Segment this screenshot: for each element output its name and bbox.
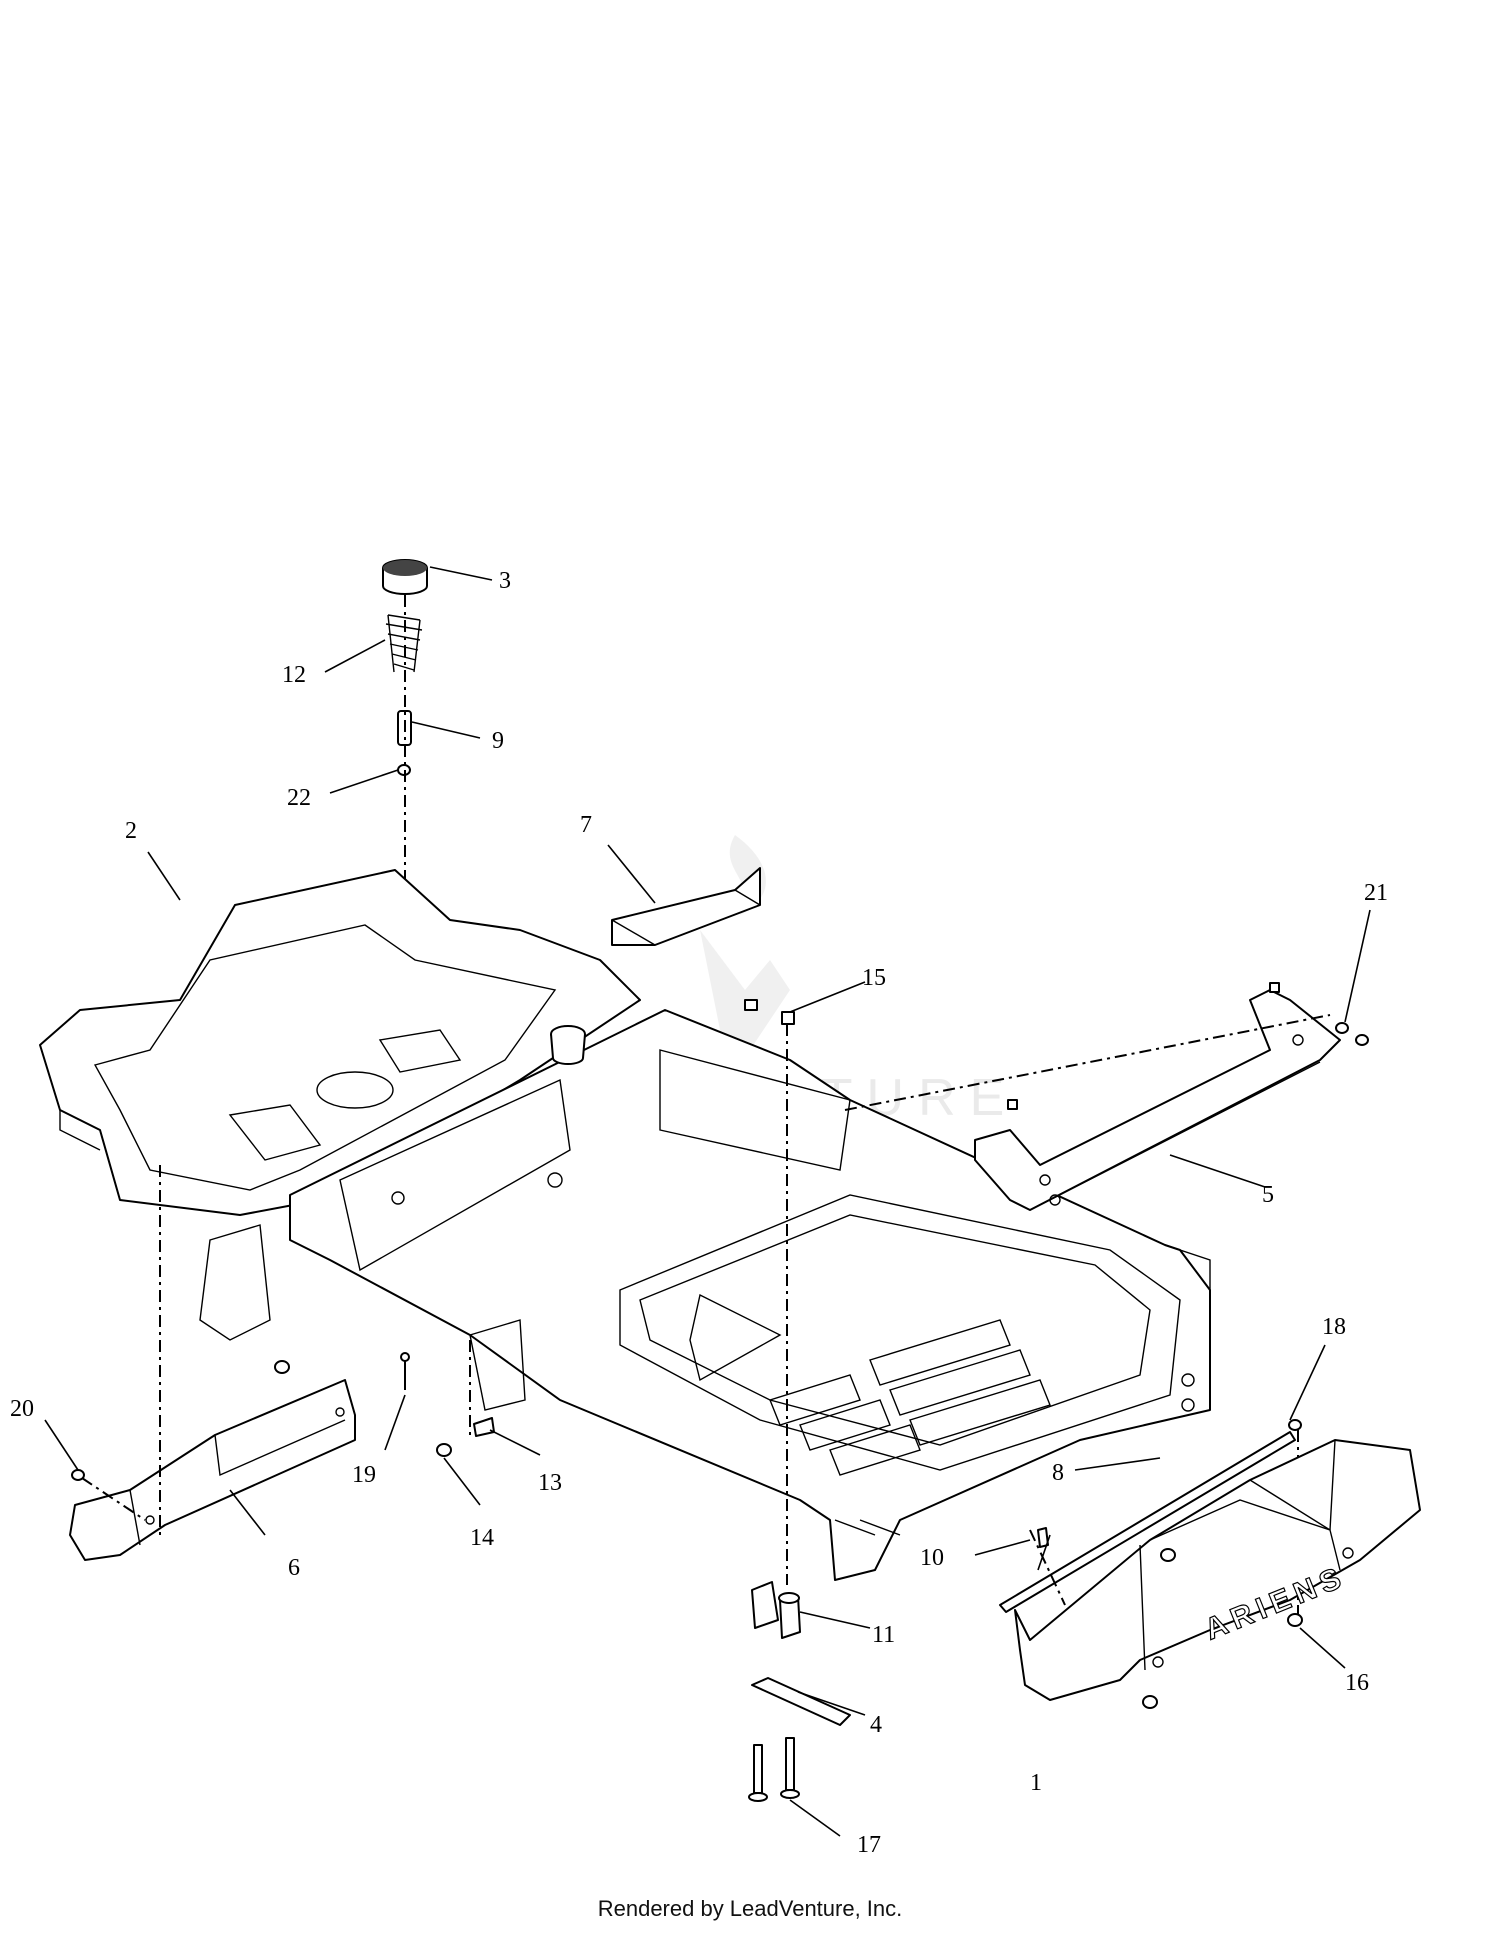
callout-6: 6 <box>288 1555 300 1581</box>
callout-19: 19 <box>352 1462 376 1488</box>
bolt-side-shield <box>274 1360 290 1374</box>
part-17-bolts <box>748 1737 800 1802</box>
part-11-bushing <box>751 1581 801 1639</box>
part-10-fastener <box>1037 1527 1049 1548</box>
part-3-cap <box>382 559 428 595</box>
bolt-rear-bracket-b <box>1007 1099 1018 1110</box>
part-7-angle-bracket <box>611 867 761 946</box>
centerline-rear-bracket <box>844 1014 1331 1111</box>
part-5-rear-bracket <box>974 989 1341 1211</box>
part-19-pin-head <box>400 1352 410 1362</box>
part-20-screw <box>71 1469 85 1481</box>
callout-3: 3 <box>499 568 511 594</box>
part-2-seat-pan <box>39 869 641 1216</box>
screw-bumper-top <box>1160 1548 1176 1562</box>
callout-17: 17 <box>857 1832 881 1858</box>
nut-bumper-bottom <box>1142 1695 1158 1709</box>
callout-22: 22 <box>287 785 311 811</box>
leader-lines <box>44 566 1371 1837</box>
part-18-screw <box>1288 1419 1302 1431</box>
part-3-knob-on-frame <box>550 1025 586 1065</box>
part-4-strap <box>751 1677 851 1726</box>
callout-5: 5 <box>1262 1182 1274 1208</box>
main-frame <box>199 1009 1211 1581</box>
callout-labels: 3 12 9 22 2 7 21 15 5 18 8 10 11 4 1 16 … <box>10 568 1388 1858</box>
callout-12: 12 <box>282 662 306 688</box>
callout-14: 14 <box>470 1525 494 1551</box>
callout-15: 15 <box>862 965 886 991</box>
part-8-strip <box>999 1431 1296 1613</box>
part-21-nut-b <box>1355 1034 1369 1046</box>
callout-16: 16 <box>1345 1670 1369 1696</box>
callout-8: 8 <box>1052 1460 1064 1486</box>
callout-20: 20 <box>10 1396 34 1422</box>
part-14-nut <box>436 1443 452 1457</box>
callout-9: 9 <box>492 728 504 754</box>
callout-4: 4 <box>870 1712 882 1738</box>
centerline-10 <box>1029 1529 1066 1606</box>
callout-18: 18 <box>1322 1314 1346 1340</box>
callout-2: 2 <box>125 818 137 844</box>
callout-10: 10 <box>920 1545 944 1571</box>
callout-13: 13 <box>538 1470 562 1496</box>
part-6-side-shield <box>69 1379 356 1561</box>
callout-21: 21 <box>1364 880 1388 906</box>
part-13-bolt <box>473 1417 495 1437</box>
bolt-rear-bracket <box>1269 982 1280 993</box>
part-16-nut <box>1287 1613 1303 1627</box>
callout-11: 11 <box>872 1622 895 1648</box>
callout-7: 7 <box>580 812 592 838</box>
footer-credit: Rendered by LeadVenture, Inc. <box>597 1896 903 1921</box>
part-21-nut <box>1335 1022 1349 1034</box>
callout-1: 1 <box>1030 1770 1042 1796</box>
